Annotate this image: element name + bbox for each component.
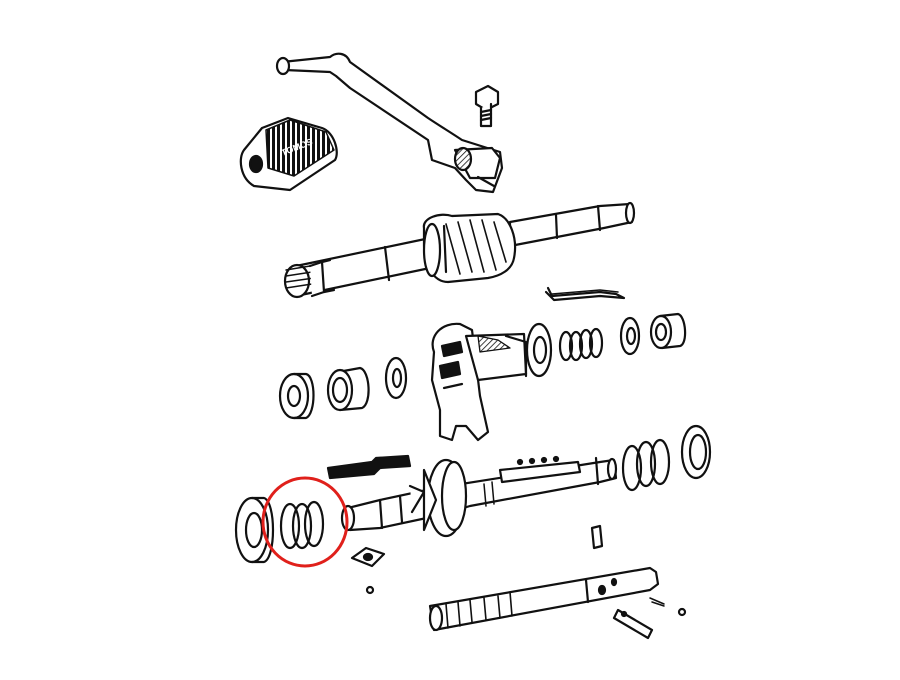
retaining-clip [544,286,626,302]
bushing-middle [326,366,370,412]
dowel-pin [590,524,604,550]
key-plate [326,454,412,480]
pedal-rubber: TOMOS [239,116,338,192]
pinch-bolt [474,84,500,128]
kick-lever [275,52,504,194]
seal-left [234,496,275,564]
highlighted-spring [279,500,325,550]
thin-washer-right [619,316,641,356]
ball-detent [677,607,687,617]
detent-spring [649,597,665,607]
detent-link [612,608,654,640]
seal-right [680,424,712,480]
highlight-circle [261,476,349,568]
small-spring-upper [558,327,604,362]
large-spring-right [621,438,671,492]
ball-small [365,585,375,595]
square-nut [350,546,386,568]
selector-shaft [428,566,660,632]
bushing-left [278,372,315,420]
kickstart-shaft [283,201,636,299]
washer-upper [525,322,553,378]
shift-fork [430,322,528,442]
thin-washer-left [384,356,408,400]
bushing-right [649,312,687,350]
main-shaft [340,455,618,538]
